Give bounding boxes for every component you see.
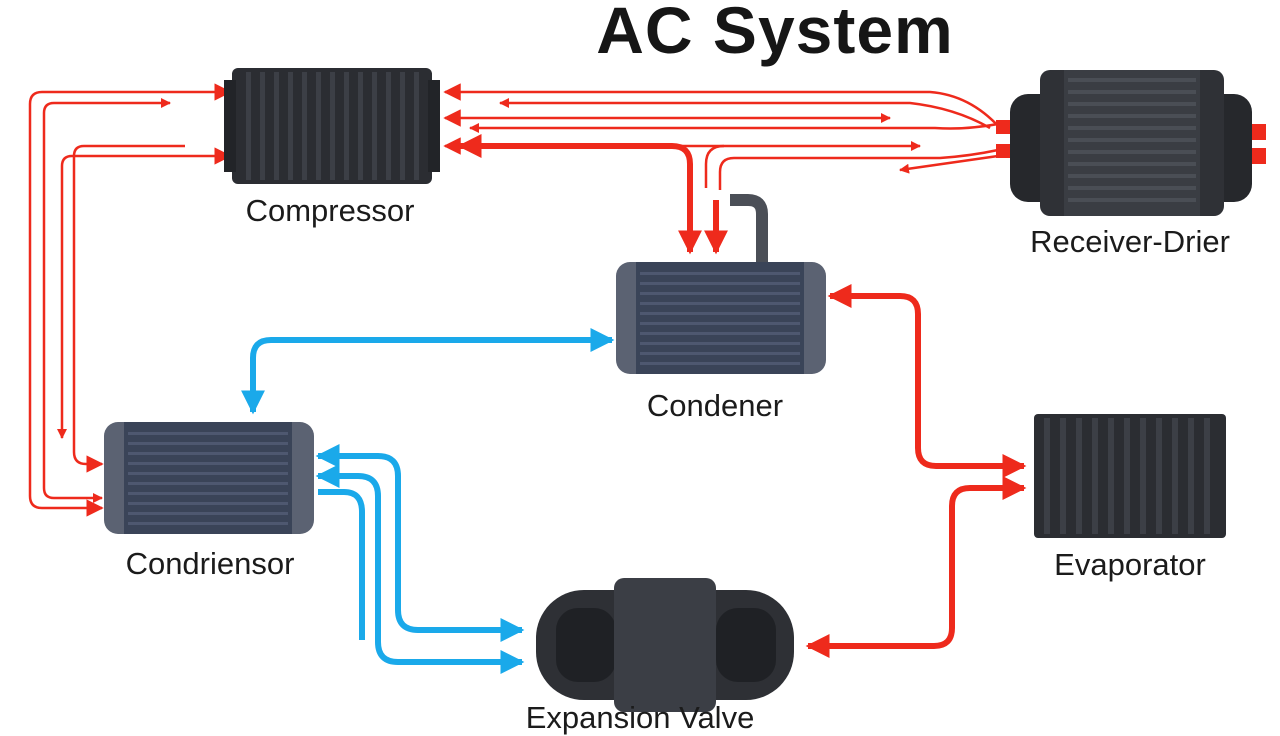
receiver-port-top-right (1252, 124, 1266, 140)
left-line-2 (42, 98, 171, 503)
evaporator-label: Evaporator (1054, 547, 1206, 582)
receiver-line-6 (718, 148, 999, 190)
diagram-title: AC System (596, 0, 954, 67)
evaporator-fins (1044, 418, 1210, 534)
left-refrigerant-lines (28, 83, 232, 517)
condener-label: Condener (646, 388, 784, 423)
left-line-3 (57, 147, 232, 439)
condriensor-condener-line (241, 328, 615, 415)
receiver-drier-label: Receiver-Drier (1030, 224, 1230, 259)
receiver-drier-fins (1068, 78, 1196, 202)
evaporator (1034, 414, 1226, 538)
receiver-line-4 (469, 122, 999, 133)
ac-system-diagram (28, 68, 1266, 712)
receiver-line-7 (704, 144, 725, 188)
receiver-port-top-left (996, 120, 1010, 134)
receiver-refrigerant-lines (443, 83, 1001, 190)
condriensor-fins (128, 432, 288, 525)
receiver-line-2 (499, 98, 991, 130)
receiver-line-8 (899, 154, 999, 174)
compressor-condener-line (457, 134, 702, 255)
receiver-port-bottom-left (996, 144, 1010, 158)
condener-evaporator-line (827, 284, 1027, 478)
condener-fins (640, 272, 800, 365)
compressor-fins (246, 72, 419, 180)
expansion-valve-label: Expansion Valve (525, 700, 755, 735)
left-line-1 (28, 83, 232, 517)
condener-pipe (730, 194, 768, 262)
receiver-port-bottom-right (1252, 148, 1266, 164)
evaporator-valve-line (805, 476, 1027, 658)
condriensor-valve-line-2 (315, 464, 525, 674)
expansion-valve (536, 578, 794, 712)
condriensor (104, 422, 314, 534)
condriensor-valve-line-1 (315, 444, 525, 642)
condriensor-label: Condriensor (125, 546, 295, 581)
condriensor-valve-line-3 (318, 489, 365, 640)
receiver-drier (996, 70, 1266, 216)
left-line-4 (72, 144, 185, 473)
condener (616, 194, 826, 374)
evaporator-lines (805, 284, 1027, 658)
receiver-line-1 (443, 83, 1001, 129)
compressor (224, 68, 440, 184)
cold-refrigerant-lines (241, 328, 615, 674)
compressor-to-condener-lines (457, 134, 728, 255)
compressor-label: Compressor (245, 193, 415, 228)
